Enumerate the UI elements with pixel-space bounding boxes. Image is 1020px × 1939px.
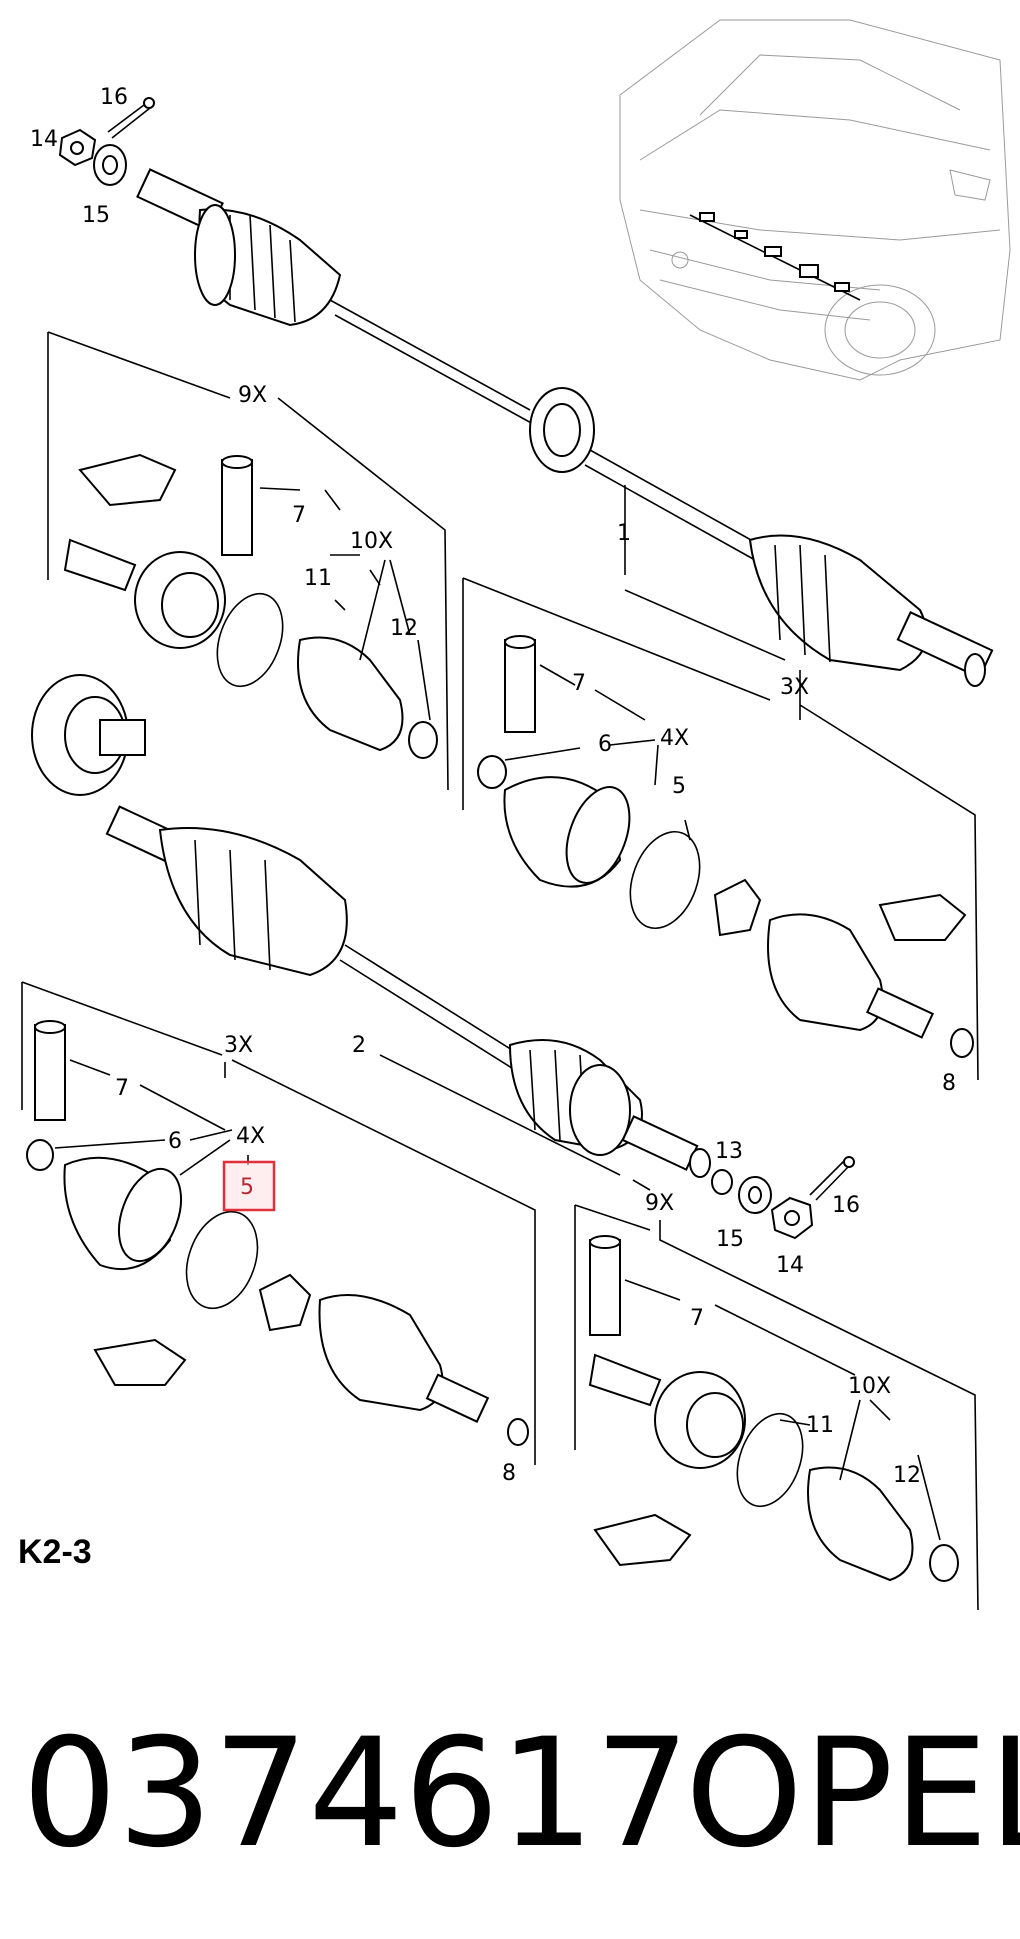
label-box1-11: 11 bbox=[304, 566, 332, 591]
label-r-13: 13 bbox=[715, 1139, 743, 1164]
top-hardware bbox=[58, 97, 155, 186]
label-box4-7: 7 bbox=[690, 1306, 704, 1331]
label-box3-8: 8 bbox=[502, 1461, 516, 1486]
label-top-16: 16 bbox=[100, 85, 128, 110]
kit-box-3 bbox=[21, 981, 536, 1465]
label-r-9x: 9X bbox=[645, 1191, 674, 1216]
right-hardware bbox=[379, 1054, 855, 1240]
label-box2-4x: 4X bbox=[660, 726, 689, 751]
label-box2-8: 8 bbox=[942, 1071, 956, 1096]
label-top-15: 15 bbox=[82, 203, 110, 228]
label-r-15: 15 bbox=[716, 1227, 744, 1252]
label-mid-2: 2 bbox=[352, 1033, 366, 1058]
label-box1-12: 12 bbox=[390, 616, 418, 641]
drive-shaft-2 bbox=[105, 805, 711, 1178]
label-top-14: 14 bbox=[30, 127, 58, 152]
label-box3-4x: 4X bbox=[236, 1124, 265, 1149]
label-box3-7: 7 bbox=[115, 1076, 129, 1101]
label-box3-5: 5 bbox=[240, 1175, 254, 1200]
page-code: K2-3 bbox=[18, 1533, 92, 1571]
drive-shaft-1 bbox=[136, 168, 994, 687]
label-r-14: 14 bbox=[776, 1253, 804, 1278]
label-shaft-1: 1 bbox=[617, 521, 631, 546]
label-box2-5: 5 bbox=[672, 774, 686, 799]
label-box1-7: 7 bbox=[292, 503, 306, 528]
kit-box-4 bbox=[574, 1204, 979, 1611]
label-box2-3x: 3X bbox=[780, 675, 809, 700]
label-box1-10x: 10X bbox=[350, 529, 393, 554]
kit-box-1 bbox=[31, 331, 449, 796]
label-mid-3x: 3X bbox=[224, 1033, 253, 1058]
label-r-16: 16 bbox=[832, 1193, 860, 1218]
callout-labels: 16 14 15 9X 7 10X 11 12 1 3X 7 6 4X 5 8 … bbox=[30, 85, 956, 1488]
brand-name: OPEL bbox=[685, 1707, 1020, 1881]
label-box4-11: 11 bbox=[806, 1413, 834, 1438]
label-box2-7: 7 bbox=[572, 671, 586, 696]
label-box1-9x: 9X bbox=[238, 383, 267, 408]
kit-box-2 bbox=[462, 485, 979, 1081]
label-box4-12: 12 bbox=[893, 1463, 921, 1488]
car-illustration bbox=[619, 19, 1011, 381]
label-box3-6: 6 bbox=[168, 1129, 182, 1154]
part-number: 0374617 bbox=[22, 1707, 690, 1881]
label-box4-10x: 10X bbox=[848, 1374, 891, 1399]
label-box2-6: 6 bbox=[598, 732, 612, 757]
highlight-box bbox=[222, 1160, 276, 1212]
